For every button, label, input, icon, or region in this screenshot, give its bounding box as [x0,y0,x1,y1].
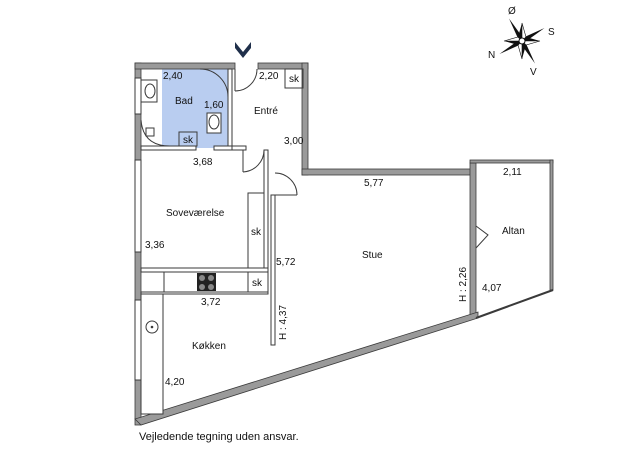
ceiling-height-stue: H : 4,37 [278,305,289,340]
dim-entre-width: 2,20 [259,71,279,82]
dim-sove-height: 3,36 [145,240,165,251]
dim-sove-width: 3,68 [193,157,213,168]
compass-label-s: S [548,27,555,38]
compass-label-o: Ø [508,6,516,17]
dim-kokken-width: 3,72 [201,297,221,308]
dim-kokken-height: 4,20 [165,377,185,388]
closet-label-entry: sk [289,74,300,85]
bath-door-swing [199,68,229,98]
dim-stue-height: 5,72 [276,257,296,268]
room-label-kokken: Køkken [192,341,226,352]
room-label-sovevaerelse: Soveværelse [166,208,225,219]
room-label-stue: Stue [362,250,383,261]
door-swings [234,68,489,249]
compass-label-v: V [530,67,537,78]
dim-bad-width: 2,40 [163,71,183,82]
sink-icon [145,320,159,334]
kitchen-side-counter [140,293,164,415]
bath-fixtures [140,79,222,147]
closet-label-bedroom: sk [251,227,262,238]
dim-entre-height: 3,00 [284,136,304,147]
closet-label-bath: sk [183,135,194,146]
dim-bad-height: 1,60 [204,100,224,111]
entry-marker-icon [235,42,251,58]
closet-label-kitchen: sk [252,278,263,289]
compass-label-n: N [488,50,495,61]
ceiling-height-altan: H : 2,26 [458,267,469,302]
balcony-railing [475,289,554,319]
room-label-bad: Bad [175,96,193,107]
interior-walls [140,68,276,346]
compass-icon [499,18,545,64]
room-label-altan: Altan [502,226,525,237]
dim-stue-width: 5,77 [364,178,384,189]
disclaimer-caption: Vejledende tegning uden ansvar. [139,431,299,443]
room-label-entre: Entré [254,106,278,117]
dim-altan-height: 4,07 [482,283,502,294]
stove-icon [197,273,216,291]
dim-altan-width: 2,11 [503,167,522,178]
